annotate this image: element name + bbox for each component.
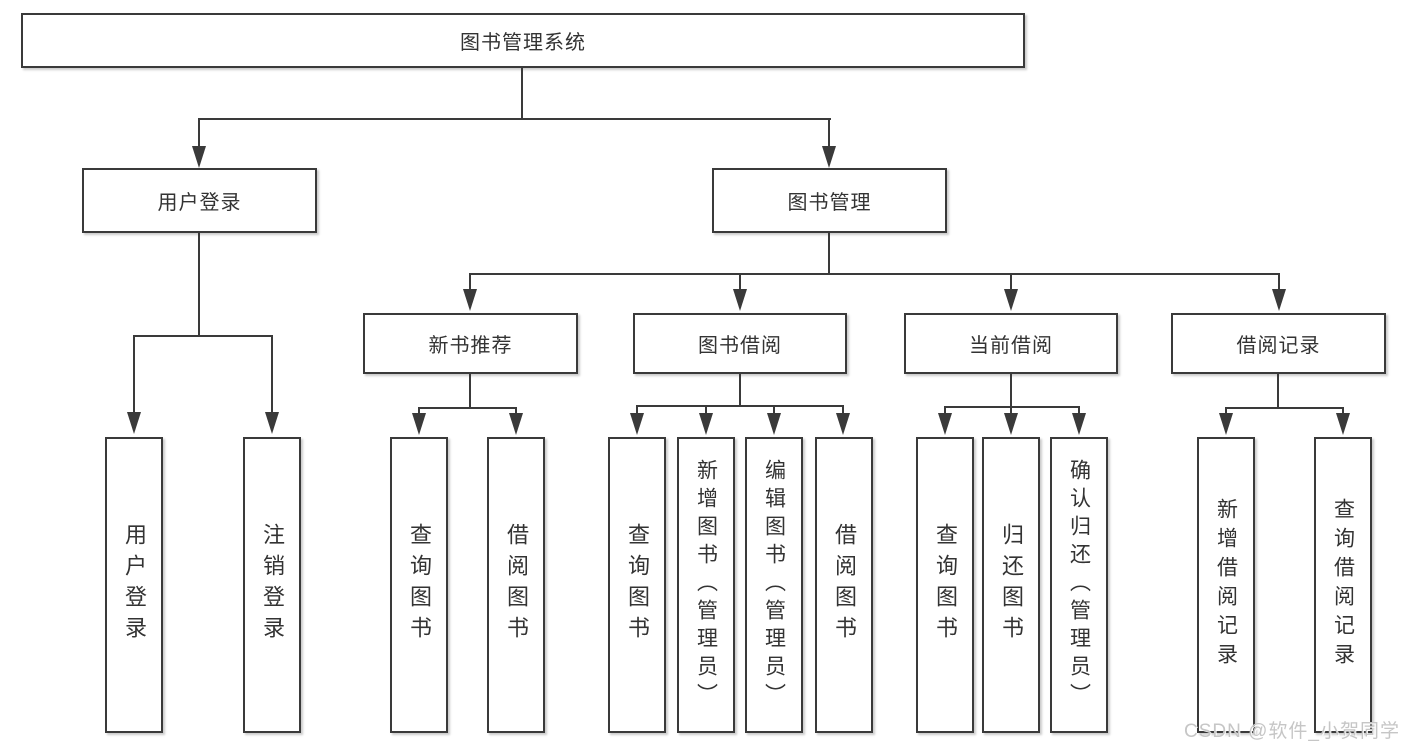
connector-stem [1342,407,1344,415]
connector-level1-hline [198,118,831,120]
connector-stem-borrow-record [1278,273,1280,291]
leaf-return-books-label: 归还图书 [999,523,1024,647]
node-library-system-label: 图书管理系统 [460,32,586,54]
connector-book-mgmt-trunk [828,233,830,275]
arrow-down-icon [938,413,952,435]
leaf-edit-book-admin: 编辑图书（管理员） [745,437,803,733]
connector-stem [418,407,420,415]
arrow-down-icon [192,146,206,168]
arrow-down-icon [1072,413,1086,435]
node-book-borrow-label: 图书借阅 [698,335,782,357]
connector-stem [944,406,946,415]
connector-stem-leaf-logout [271,335,273,414]
node-new-book-recommend-label: 新书推荐 [428,335,513,357]
leaf-confirm-return-admin-label: 确认归还（管理员） [1067,459,1091,711]
connector-stem [705,405,707,415]
connector-stem-user-login [198,118,200,150]
connector-level2-hline [469,273,1280,275]
leaf-borrow-books-1-label: 借阅图书 [504,523,529,647]
leaf-query-books-1: 查询图书 [390,437,448,733]
node-book-management-label: 图书管理 [787,192,872,214]
leaf-query-books-2-label: 查询图书 [625,523,650,647]
node-new-book-recommend: 新书推荐 [363,313,578,374]
leaf-borrow-books-2: 借阅图书 [815,437,873,733]
arrow-down-icon [822,146,836,168]
connector-stem [636,405,638,415]
connector-book-borrow-hline [636,405,844,407]
leaf-query-borrow-record: 查询借阅记录 [1314,437,1372,733]
connector-stem [1010,406,1012,415]
connector-borrow-record-hline [1225,407,1344,409]
connector-stem [773,405,775,415]
connector-stem [842,405,844,415]
leaf-borrow-books-2-label: 借阅图书 [832,523,857,647]
node-user-login-label: 用户登录 [157,192,242,214]
node-current-borrow: 当前借阅 [904,313,1118,374]
arrow-down-icon [265,412,279,434]
leaf-user-login-label: 用户登录 [122,523,147,647]
connector-user-login-hline [133,335,273,337]
arrow-down-icon [699,413,713,435]
leaf-query-books-2: 查询图书 [608,437,666,733]
connector-current-borrow-trunk [1010,374,1012,408]
leaf-edit-book-admin-label: 编辑图书（管理员） [762,459,786,711]
connector-root-trunk [521,68,523,120]
connector-new-book-hline [418,407,517,409]
connector-stem-leaf-user-login [133,335,135,414]
connector-current-borrow-hline [944,406,1080,408]
arrow-down-icon [1004,413,1018,435]
connector-book-borrow-trunk [739,374,741,406]
node-borrow-record-label: 借阅记录 [1236,335,1321,357]
leaf-return-books: 归还图书 [982,437,1040,733]
arrow-down-icon [733,289,747,311]
arrow-down-icon [412,413,426,435]
connector-stem-book-mgmt [828,118,830,150]
leaf-query-books-3-label: 查询图书 [933,523,958,647]
arrow-down-icon [1272,289,1286,311]
connector-stem-current-borrow [1010,273,1012,291]
arrow-down-icon [836,413,850,435]
node-book-management: 图书管理 [712,168,947,233]
leaf-query-borrow-record-label: 查询借阅记录 [1331,498,1355,672]
leaf-logout: 注销登录 [243,437,301,733]
arrow-down-icon [463,289,477,311]
leaf-confirm-return-admin: 确认归还（管理员） [1050,437,1108,733]
leaf-borrow-books-1: 借阅图书 [487,437,545,733]
leaf-add-borrow-record: 新增借阅记录 [1197,437,1255,733]
connector-user-login-trunk [198,233,200,336]
connector-borrow-record-trunk [1277,374,1279,408]
arrow-down-icon [1004,289,1018,311]
leaf-add-book-admin-label: 新增图书（管理员） [694,459,718,711]
arrow-down-icon [509,413,523,435]
node-library-system: 图书管理系统 [21,13,1025,68]
leaf-add-borrow-record-label: 新增借阅记录 [1214,498,1238,672]
node-user-login: 用户登录 [82,168,317,233]
leaf-query-books-1-label: 查询图书 [407,523,432,647]
connector-stem [1225,407,1227,415]
arrow-down-icon [127,412,141,434]
node-current-borrow-label: 当前借阅 [969,335,1053,357]
leaf-query-books-3: 查询图书 [916,437,974,733]
connector-stem-book-borrow [739,273,741,291]
connector-new-book-trunk [469,374,471,408]
node-borrow-record: 借阅记录 [1171,313,1386,374]
arrow-down-icon [1336,413,1350,435]
arrow-down-icon [767,413,781,435]
arrow-down-icon [1219,413,1233,435]
csdn-watermark: CSDN @软件_小贺同学 [1184,721,1400,742]
leaf-logout-label: 注销登录 [260,523,285,647]
leaf-add-book-admin: 新增图书（管理员） [677,437,735,733]
node-book-borrow: 图书借阅 [633,313,847,374]
connector-stem-new-book [469,273,471,291]
arrow-down-icon [630,413,644,435]
leaf-user-login: 用户登录 [105,437,163,733]
connector-stem [1078,406,1080,415]
connector-stem [515,407,517,415]
